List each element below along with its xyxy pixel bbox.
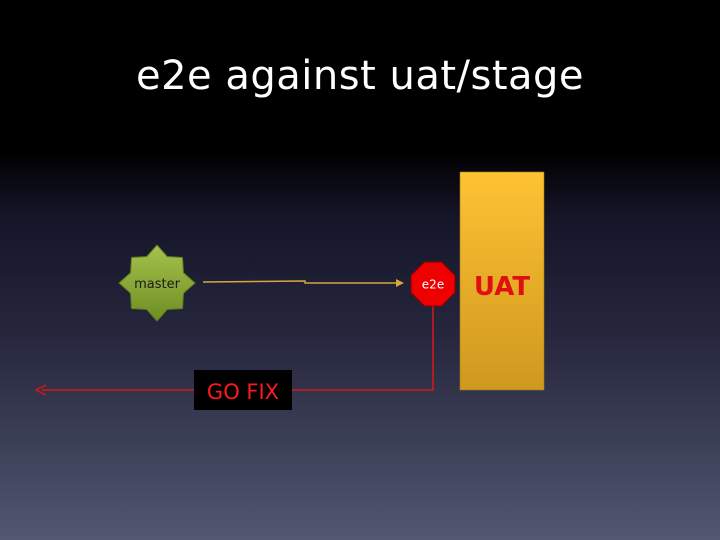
slide-title: e2e against uat/stage bbox=[135, 53, 585, 99]
e2e-label: e2e bbox=[422, 278, 444, 292]
go-fix-label-background bbox=[194, 370, 292, 410]
failure-arrow bbox=[42, 302, 434, 391]
uat-label: UAT bbox=[474, 272, 530, 302]
deploy-arrow bbox=[202, 280, 398, 284]
uat-environment-box bbox=[459, 171, 545, 391]
go-fix-label: GO FIX bbox=[207, 380, 279, 404]
e2e-test-node bbox=[410, 261, 456, 307]
deploy-arrowhead bbox=[396, 279, 404, 287]
failure-arrowhead bbox=[34, 384, 47, 396]
master-label: master bbox=[134, 277, 180, 292]
master-star-node bbox=[118, 244, 196, 322]
